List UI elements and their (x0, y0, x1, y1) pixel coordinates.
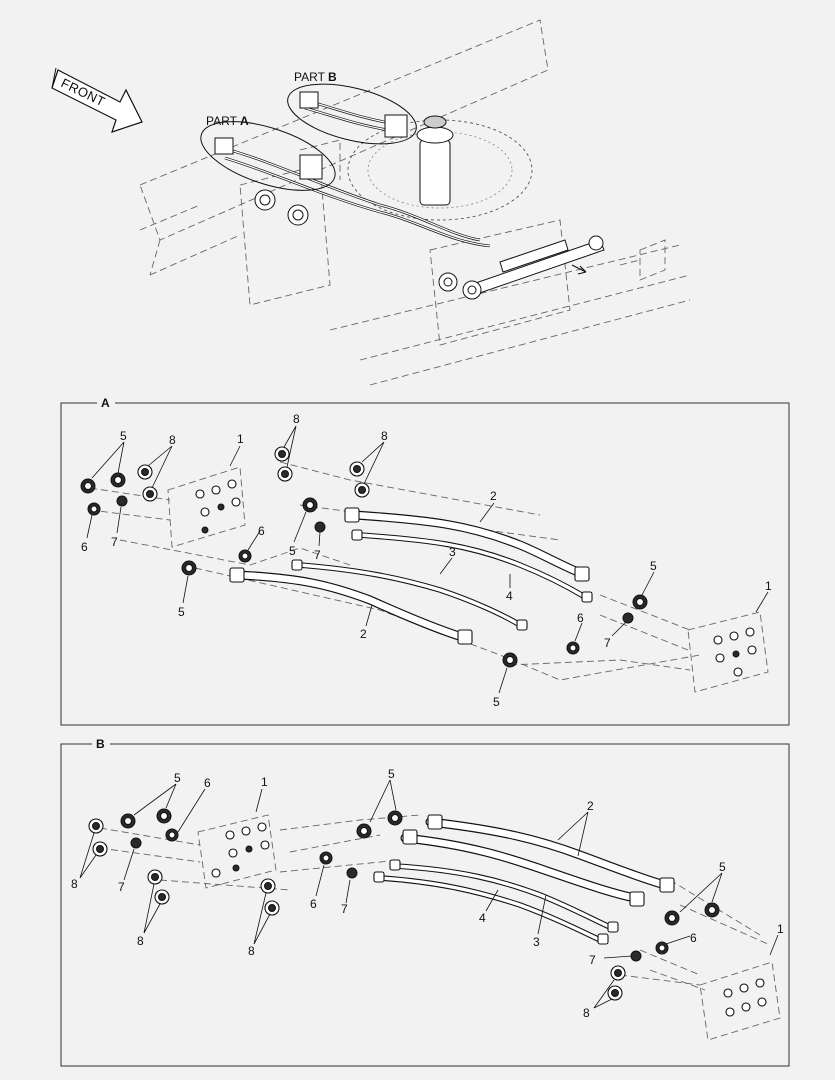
overview-block-a1 (214, 137, 234, 155)
panel-b-callout: 8 (137, 934, 144, 948)
panel-a-callout: 8 (293, 412, 300, 426)
panel-b: B (60, 737, 790, 1067)
panel-b-block-right (699, 961, 781, 1041)
panel-b-callout: 1 (261, 775, 268, 789)
panel-b-callout: 3 (533, 935, 540, 949)
panel-a-callout: 6 (81, 540, 88, 554)
panel-b-callout: 8 (71, 877, 78, 891)
part-b-circle (287, 83, 417, 145)
lower-cylinder (462, 235, 605, 300)
panel-a-callout: 2 (490, 489, 497, 503)
panel-a-callout: 1 (237, 432, 244, 446)
panel-b-callout: 2 (587, 799, 594, 813)
panel-a-callout: 5 (120, 429, 127, 443)
panel-b-callout: 6 (204, 776, 211, 790)
panel-b-callout: 5 (719, 860, 726, 874)
overview-block-a2 (299, 154, 323, 180)
panel-a-callout: 7 (604, 636, 611, 650)
panel-a-block-right (687, 611, 769, 693)
panel-b-callout: 5 (174, 771, 181, 785)
panel-a-title: A (101, 396, 110, 410)
panel-b-callout: 5 (388, 767, 395, 781)
panel-b-title: B (96, 737, 105, 751)
panel-a-leaders (86, 425, 769, 694)
panel-b-callout: 7 (589, 953, 596, 967)
panel-b-callout: 8 (583, 1006, 590, 1020)
panel-a-callout: 7 (314, 548, 321, 562)
part-a-label: PART A (206, 114, 249, 128)
panel-a-fittings (80, 446, 648, 668)
part-a-circle (200, 121, 336, 191)
panel-a-callout: 6 (577, 611, 584, 625)
panel-a-callout: 2 (360, 627, 367, 641)
panel-b-leaders (79, 779, 779, 1009)
panel-b-fittings (88, 808, 720, 1001)
panel-a-callout: 5 (178, 605, 185, 619)
panel-b-callout: 4 (479, 911, 486, 925)
part-b-label: PART B (294, 70, 337, 84)
panel-a-callout: 8 (381, 429, 388, 443)
panel-b-block-left (197, 814, 277, 889)
panel-b-callout: 8 (248, 944, 255, 958)
panel-a-callout: 1 (765, 579, 772, 593)
overview-block-b2 (384, 114, 408, 138)
front-arrow: FRONT (51, 67, 143, 133)
panel-a: A (60, 395, 790, 726)
panel-a-callout: 5 (650, 559, 657, 573)
panel-a-callout: 5 (289, 544, 296, 558)
swivel-body (419, 139, 451, 206)
panel-a-callout: 6 (258, 524, 265, 538)
overview-block-b1 (299, 91, 319, 109)
upper-cylinders (254, 189, 458, 292)
panel-b-callout: 1 (777, 922, 784, 936)
panel-a-callout: 4 (506, 589, 513, 603)
slew-ring (347, 119, 533, 221)
panel-b-callout: 7 (341, 902, 348, 916)
panel-a-block-left (167, 466, 246, 548)
panel-b-callout: 7 (118, 880, 125, 894)
panel-b-callout: 6 (310, 897, 317, 911)
panel-a-callout: 7 (111, 535, 118, 549)
panel-a-callout: 5 (493, 695, 500, 709)
overview-drawing: PART A PART B FRONT (51, 19, 691, 386)
panel-a-callout: 8 (169, 433, 176, 447)
panel-a-callout: 3 (449, 545, 456, 559)
panel-b-callout: 6 (690, 931, 697, 945)
